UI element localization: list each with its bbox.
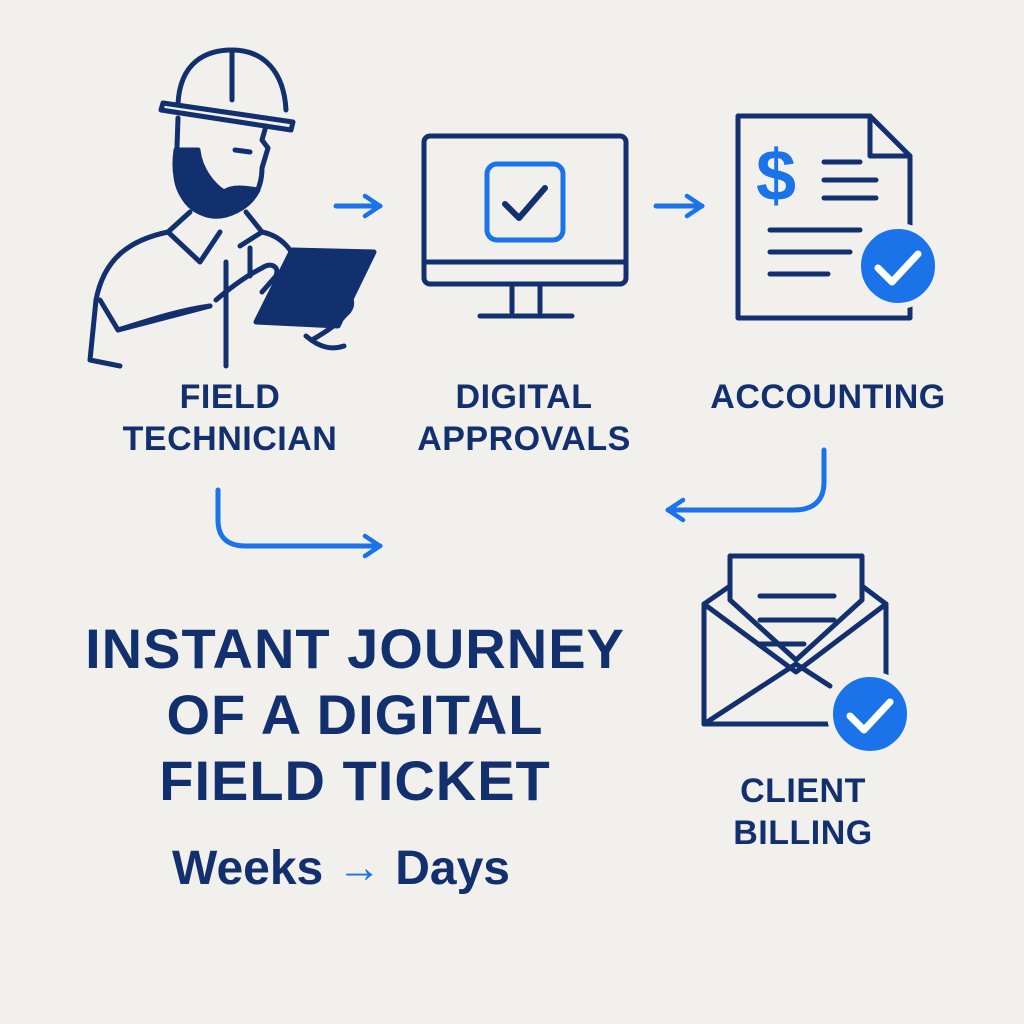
diagram-title: INSTANT JOURNEY OF A DIGITAL FIELD TICKE… (85, 617, 625, 812)
invoice-document-check-icon: $ (735, 113, 941, 321)
label-accounting: ACCOUNTING (710, 378, 946, 416)
tagline-from: Weeks (172, 841, 324, 895)
label-client-billing: CLIENT BILLING (733, 772, 873, 852)
tagline-to: Days (395, 841, 510, 895)
arrow-accounting-to-center (665, 447, 827, 523)
label-field-technician: FIELD TECHNICIAN (122, 378, 338, 458)
arrow-technician-to-center (215, 487, 383, 559)
technician-with-tablet-icon (87, 47, 377, 369)
label-digital-approvals: DIGITAL APPROVALS (417, 378, 631, 458)
monitor-checkbox-icon (421, 133, 629, 319)
tagline: Weeks → Days (172, 838, 510, 898)
svg-text:$: $ (756, 136, 796, 216)
tagline-arrow-icon: → (337, 843, 382, 892)
envelope-check-icon (701, 553, 913, 757)
